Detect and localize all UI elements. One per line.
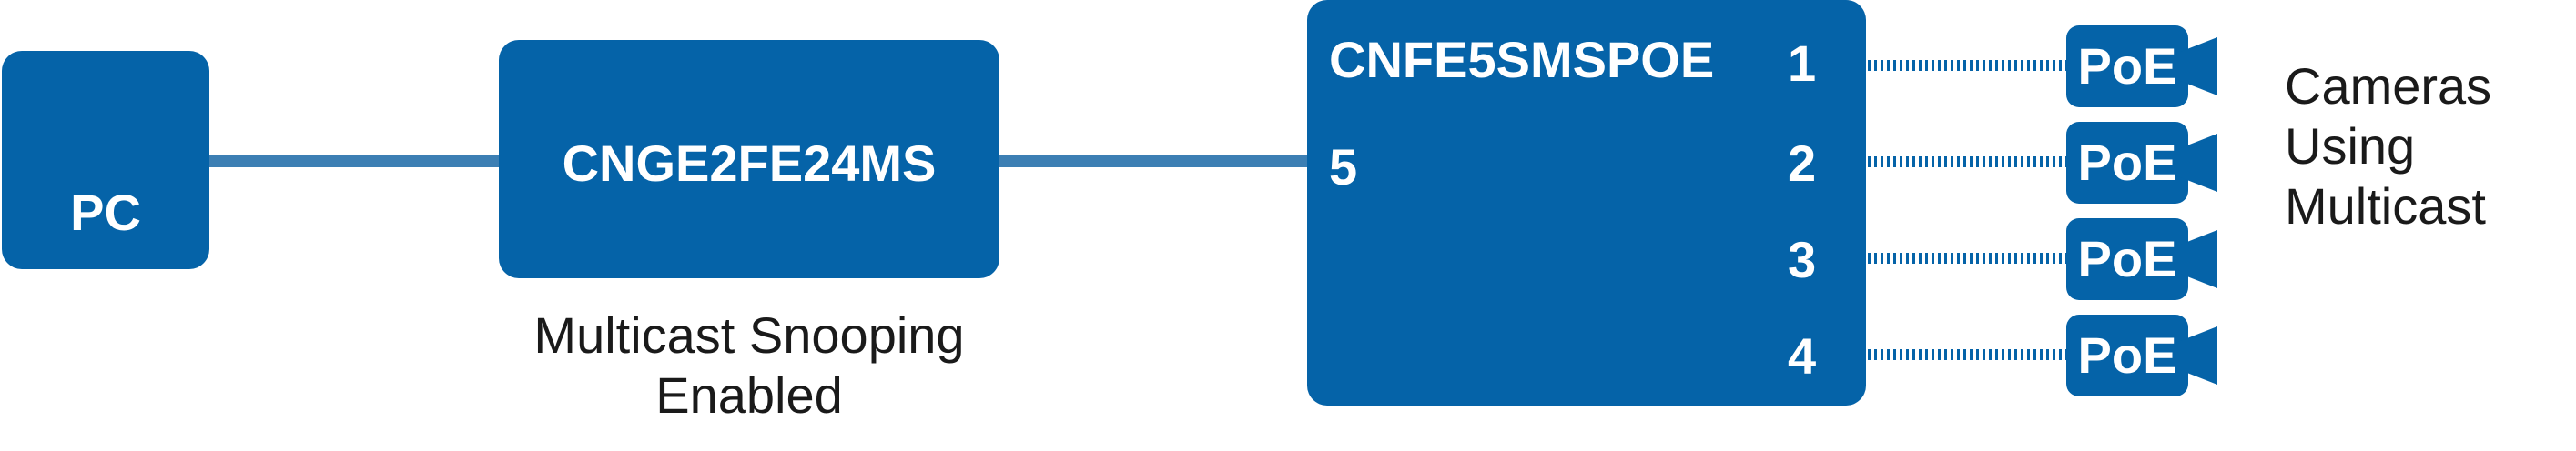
camera-4: PoE [2066, 315, 2217, 396]
poe-link-4 [1868, 349, 2066, 360]
camera-3-lens-icon [2175, 230, 2217, 288]
camera-3: PoE [2066, 218, 2217, 300]
cameras-caption-line3: Multicast [2285, 177, 2486, 236]
camera-4-lens-icon [2175, 326, 2217, 385]
cameras-caption-line2: Using [2285, 117, 2416, 175]
poe-link-1 [1868, 60, 2066, 71]
camera-2: PoE [2066, 122, 2217, 204]
edge-uplink-port: 5 [1329, 138, 1358, 195]
camera-3-poe-badge: PoE [2066, 218, 2188, 300]
poe-link-2 [1868, 156, 2066, 167]
camera-2-lens-icon [2175, 134, 2217, 192]
edge-port-2: 2 [1788, 135, 1817, 192]
camera-1-lens-icon [2175, 37, 2217, 95]
core-switch-caption-line2: Enabled [655, 366, 843, 425]
edge-port-3: 3 [1788, 231, 1817, 288]
cameras-caption: Cameras Using Multicast [2285, 56, 2491, 236]
camera-2-poe-badge: PoE [2066, 122, 2188, 204]
camera-1-poe-badge: PoE [2066, 25, 2188, 107]
pc-node: PC [2, 51, 209, 269]
edge-port-4: 4 [1788, 327, 1817, 385]
edge-switch-label: CNFE5SMSPOE [1329, 31, 1715, 88]
camera-4-poe-badge: PoE [2066, 315, 2188, 396]
edge-port-1: 1 [1788, 35, 1817, 92]
cameras-caption-line1: Cameras [2285, 57, 2492, 115]
core-switch-label: CNGE2FE24MS [562, 135, 937, 192]
core-switch-caption: Multicast Snooping Enabled [0, 306, 1498, 426]
pc-label: PC [70, 184, 141, 241]
edge-switch: CNFE5SMSPOE 5 1 2 3 4 [1307, 0, 1866, 406]
core-switch: CNGE2FE24MS [499, 40, 999, 278]
poe-link-3 [1868, 253, 2066, 264]
pc-to-core-link [209, 155, 501, 167]
camera-1: PoE [2066, 25, 2217, 107]
core-to-edge-link [999, 155, 1309, 167]
core-switch-caption-line1: Multicast Snooping [533, 306, 965, 364]
